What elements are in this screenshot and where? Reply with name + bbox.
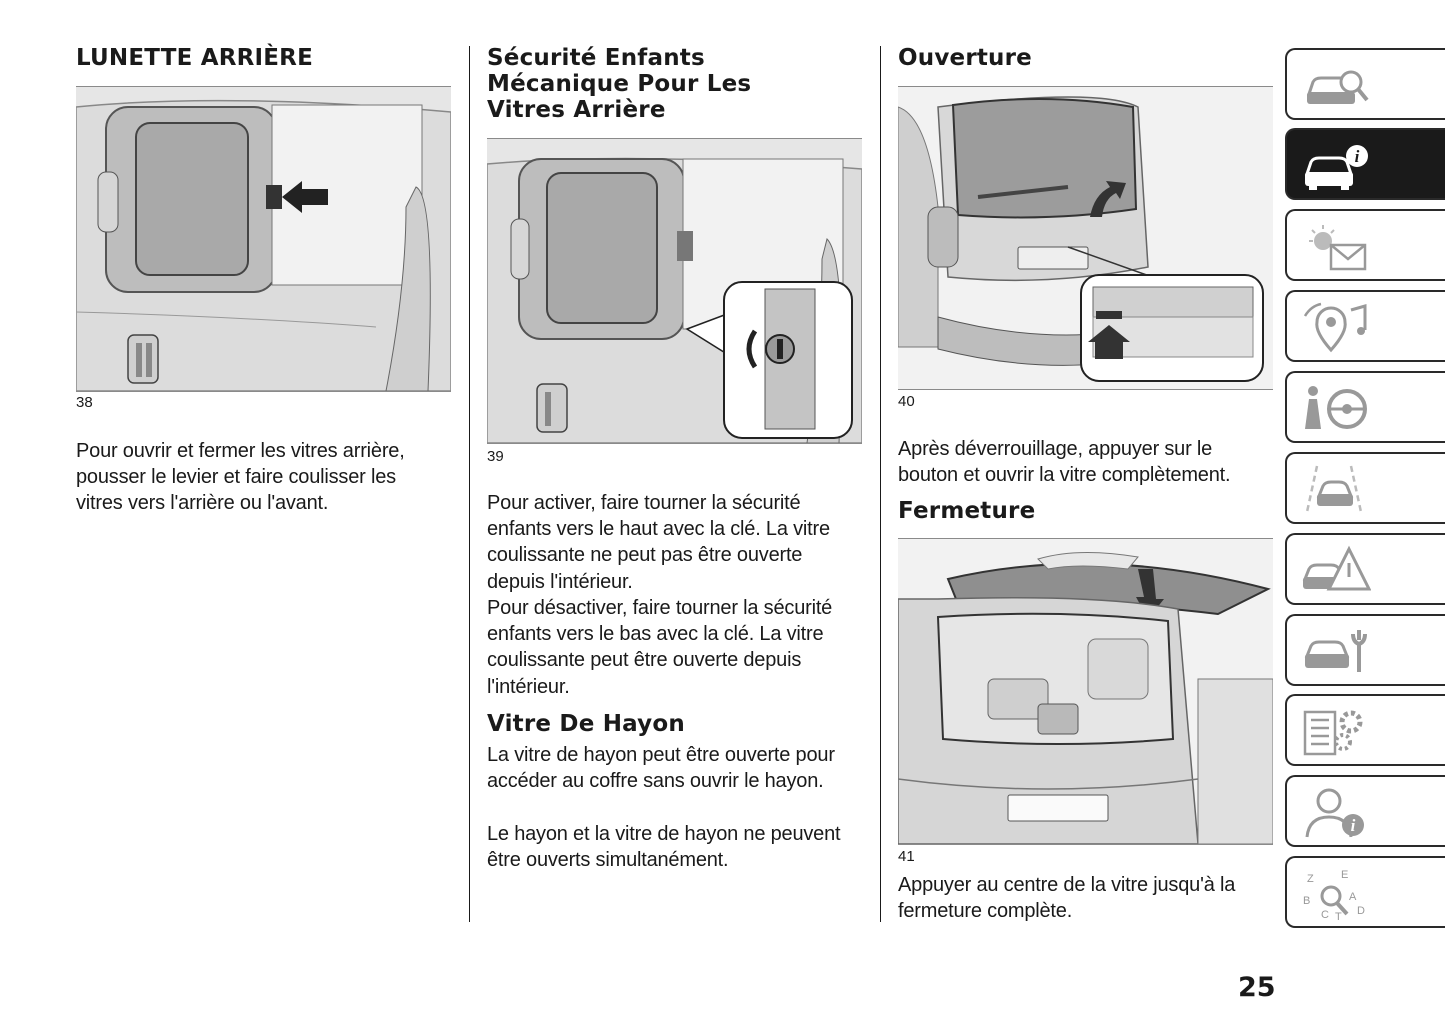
tab-location-music[interactable] (1285, 290, 1445, 362)
car-search-icon (1306, 70, 1369, 104)
car-wrench-icon (1304, 630, 1367, 672)
section-heading-lunette: LUNETTE ARRIÈRE (76, 45, 314, 71)
svg-text:i: i (1355, 147, 1360, 166)
seatbelt-steering-icon (1305, 386, 1367, 429)
body-paragraph: La vitre de hayon peut être ouverte pour… (487, 744, 835, 793)
column-divider (469, 46, 470, 922)
location-music-icon (1303, 302, 1367, 353)
figure-38-side-window (76, 86, 451, 392)
svg-text:E: E (1341, 869, 1348, 881)
tab-maintenance[interactable] (1285, 614, 1445, 686)
svg-text:Z: Z (1307, 873, 1314, 885)
section-heading-tailgate-window: Vitre De Hayon (487, 711, 685, 737)
section-heading-opening: Ouverture (898, 45, 1032, 71)
body-paragraph: Le hayon et la vitre de hayon ne peuvent… (487, 823, 841, 872)
figure-41-tailgate-closing (898, 538, 1273, 845)
warning-lights-message-icon (1309, 225, 1367, 271)
tab-warning-lights-messages[interactable] (1285, 209, 1445, 281)
driving-car-icon (1305, 465, 1363, 513)
tab-driving[interactable] (1285, 452, 1445, 524)
page-number: 25 (1238, 972, 1276, 1003)
tab-emergency[interactable] (1285, 533, 1445, 605)
body-paragraph: Pour activer, faire tourner la sécurité … (487, 492, 830, 593)
column-divider (880, 46, 881, 922)
tab-car-info[interactable]: i (1285, 128, 1445, 200)
body-paragraph: Après déverrouillage, appuyer sur le bou… (898, 438, 1231, 487)
figure-number: 38 (76, 394, 93, 411)
svg-text:i: i (1351, 816, 1356, 835)
section-heading-child-safety: Sécurité Enfants Mécanique Pour Les Vitr… (487, 45, 752, 123)
svg-text:A: A (1349, 891, 1357, 903)
figure-number: 41 (898, 848, 915, 865)
svg-text:C: C (1321, 909, 1329, 920)
svg-text:T: T (1335, 911, 1342, 920)
body-paragraph: Pour désactiver, faire tourner la sécuri… (487, 597, 833, 698)
car-info-icon: i (1304, 145, 1368, 190)
body-paragraph: Pour ouvrir et fermer les vitres arrière… (76, 440, 405, 515)
section-heading-closing: Fermeture (898, 498, 1036, 524)
tab-technical-specs[interactable] (1285, 694, 1445, 766)
person-info-icon: i (1305, 788, 1364, 838)
tab-person-info[interactable]: i (1285, 775, 1445, 847)
figure-number: 40 (898, 393, 915, 410)
tab-safety[interactable] (1285, 371, 1445, 443)
figure-number: 39 (487, 448, 504, 465)
svg-text:D: D (1357, 905, 1365, 917)
car-warning-triangle-icon (1302, 545, 1371, 591)
figure-40-tailgate-opening (898, 86, 1273, 390)
body-paragraph: Appuyer au centre de la vitre jusqu'à la… (898, 874, 1236, 923)
svg-text:B: B (1303, 895, 1310, 907)
specs-gears-icon (1303, 710, 1363, 756)
figure-39-child-lock (487, 138, 862, 444)
tab-car-search[interactable] (1285, 48, 1445, 120)
